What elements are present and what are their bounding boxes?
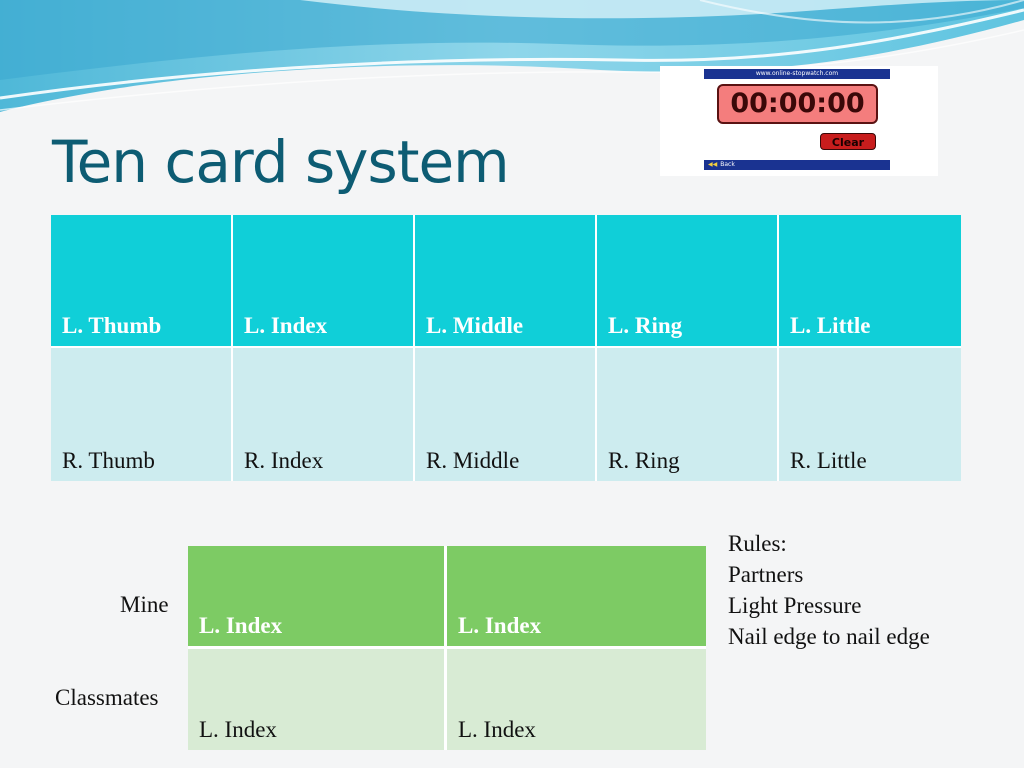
cell-left-little: L. Little — [779, 215, 961, 348]
cell-right-index: R. Index — [233, 348, 415, 481]
right-hand-row: R. Thumb R. Index R. Middle R. Ring R. L… — [51, 348, 961, 481]
cell-classmates-1: L. Index — [188, 649, 447, 750]
cell-left-thumb: L. Thumb — [51, 215, 233, 348]
stopwatch-site-label: www.online-stopwatch.com — [704, 69, 890, 79]
rule-item: Nail edge to nail edge — [728, 624, 930, 649]
rule-item: Light Pressure — [728, 593, 862, 618]
cell-classmates-2: L. Index — [447, 649, 706, 750]
cell-right-ring: R. Ring — [597, 348, 779, 481]
cell-mine-2: L. Index — [447, 546, 706, 649]
decorative-wave-header — [0, 0, 1024, 112]
clear-button[interactable]: Clear — [820, 133, 876, 150]
back-label: Back — [720, 161, 735, 168]
left-hand-row: L. Thumb L. Index L. Middle L. Ring L. L… — [51, 215, 961, 348]
comparison-table: L. Index L. Index L. Index L. Index — [188, 546, 706, 750]
finger-table: L. Thumb L. Index L. Middle L. Ring L. L… — [51, 215, 961, 481]
cell-mine-1: L. Index — [188, 546, 447, 649]
cell-left-middle: L. Middle — [415, 215, 597, 348]
cell-right-little: R. Little — [779, 348, 961, 481]
rules-heading: Rules: — [728, 531, 787, 556]
cell-right-thumb: R. Thumb — [51, 348, 233, 481]
rule-item: Partners — [728, 562, 804, 587]
back-link[interactable]: ◀◀Back — [704, 160, 890, 170]
rules-list: Rules: Partners Light Pressure Nail edge… — [728, 528, 930, 652]
mine-row-label: Mine — [120, 592, 169, 617]
classmates-row-label: Classmates — [55, 685, 159, 710]
cell-left-ring: L. Ring — [597, 215, 779, 348]
slide-title: Ten card system — [52, 128, 510, 196]
cell-right-middle: R. Middle — [415, 348, 597, 481]
classmates-row: L. Index L. Index — [188, 649, 706, 750]
back-arrow-icon: ◀◀ — [708, 161, 718, 168]
cell-left-index: L. Index — [233, 215, 415, 348]
stopwatch-time-display: 00:00:00 — [717, 84, 878, 124]
mine-row: L. Index L. Index — [188, 546, 706, 649]
